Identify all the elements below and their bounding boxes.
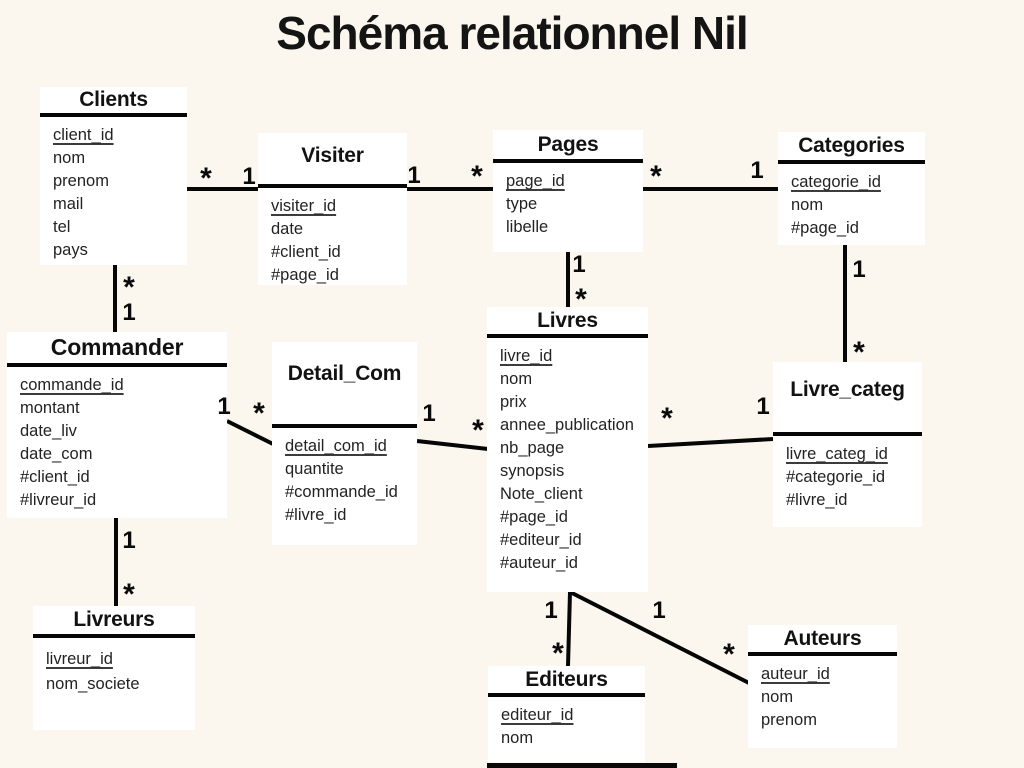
field-auteurs-nom: nom — [761, 688, 794, 706]
field-livres-synopsis: synopsis — [500, 462, 565, 480]
field-pages-libelle: libelle — [506, 218, 549, 236]
cardinality-clients-commander-star: * — [123, 271, 135, 304]
entity-detail-com-title: Detail_Com — [272, 342, 417, 428]
entity-visiter-title: Visiter — [258, 133, 407, 188]
entity-detail-com: Detail_Com detail_com_id quantite #comma… — [272, 342, 417, 545]
entity-livre-categ-title: Livre_categ — [773, 362, 922, 436]
field-commander-livreur_id: #livreur_id — [20, 491, 97, 509]
field-pages-type: type — [506, 195, 538, 213]
field-categories-nom: nom — [791, 196, 824, 214]
field-commander-date_liv: date_liv — [20, 422, 77, 440]
field-livreurs-livreur_id: livreur_id — [46, 650, 113, 668]
field-clients-mail: mail — [53, 195, 84, 213]
field-editeurs-editeur_id: editeur_id — [501, 706, 574, 724]
relation-line-detailcom-livres — [416, 439, 489, 451]
entity-clients-title: Clients — [40, 87, 187, 117]
entity-livres: Livres livre_id nom prix annee_publicati… — [487, 307, 648, 592]
entity-livres-title: Livres — [487, 307, 648, 338]
entity-categories-title: Categories — [778, 132, 925, 164]
field-livrecateg-livre_categ_id: livre_categ_id — [786, 445, 888, 463]
field-visiter-client_id: #client_id — [271, 243, 341, 261]
cropped-box-top-border — [487, 763, 677, 768]
cardinality-clients-commander-one: 1 — [122, 299, 136, 326]
cardinality-clients-visiter-star: * — [200, 162, 212, 195]
cardinality-categories-livrecateg-star: * — [853, 336, 865, 369]
field-livrecateg-categorie_id: #categorie_id — [786, 468, 886, 486]
field-pages-page_id: page_id — [506, 172, 565, 190]
entity-livre-categ: Livre_categ livre_categ_id #categorie_id… — [773, 362, 922, 527]
cardinality-livres-auteurs-star: * — [723, 638, 735, 671]
field-visiter-date: date — [271, 220, 304, 238]
cardinality-detailcom-livres-star: * — [472, 414, 484, 447]
entity-commander: Commander commande_id montant date_liv d… — [7, 332, 227, 518]
cardinality-livres-editeurs-one: 1 — [544, 597, 558, 624]
field-clients-client_id: client_id — [53, 126, 114, 144]
field-auteurs-prenom: prenom — [761, 711, 817, 729]
cardinality-commander-detailcom-star: * — [253, 397, 265, 430]
field-clients-prenom: prenom — [53, 172, 109, 190]
relation-line-livres-livrecateg — [647, 437, 774, 448]
cardinality-pages-livres-one: 1 — [572, 251, 586, 278]
relation-line-livres-auteurs — [569, 590, 750, 685]
field-commander-commande_id: commande_id — [20, 376, 124, 394]
entity-auteurs-title: Auteurs — [748, 625, 897, 656]
cardinality-commander-detailcom-one: 1 — [217, 393, 231, 420]
cardinality-categories-livrecateg-one: 1 — [852, 256, 866, 283]
field-categories-page_id: #page_id — [791, 219, 859, 237]
entity-auteurs: Auteurs auteur_id nom prenom — [748, 625, 897, 748]
cardinality-detailcom-livres-one: 1 — [422, 400, 436, 427]
relation-line-livres-editeurs — [566, 591, 572, 667]
cardinality-visiter-pages-one: 1 — [407, 162, 421, 189]
cardinality-livres-livrecateg-star: * — [661, 402, 673, 435]
cardinality-pages-categories-one: 1 — [750, 157, 764, 184]
field-livreurs-nom_societe: nom_societe — [46, 675, 140, 693]
cardinality-commander-livreurs-one: 1 — [122, 527, 136, 554]
field-livres-nb_page: nb_page — [500, 439, 565, 457]
cardinality-livres-auteurs-one: 1 — [652, 597, 666, 624]
field-livres-editeur_id: #editeur_id — [500, 531, 582, 549]
field-livres-livre_id: livre_id — [500, 347, 553, 365]
field-livres-auteur_id: #auteur_id — [500, 554, 578, 572]
cardinality-visiter-pages-star: * — [471, 160, 483, 193]
entity-visiter: Visiter visiter_id date #client_id #page… — [258, 133, 407, 285]
field-livres-annee_publication: annee_publication — [500, 416, 634, 434]
entity-commander-title: Commander — [7, 332, 227, 367]
field-livres-nom: nom — [500, 370, 533, 388]
field-commander-date_com: date_com — [20, 445, 93, 463]
field-visiter-page_id: #page_id — [271, 266, 339, 284]
field-detailcom-commande_id: #commande_id — [285, 483, 398, 501]
field-clients-tel: tel — [53, 218, 71, 236]
field-editeurs-nom: nom — [501, 729, 534, 747]
entity-livreurs-title: Livreurs — [33, 606, 195, 638]
cardinality-livres-livrecateg-one: 1 — [756, 393, 770, 420]
cardinality-pages-categories-star: * — [650, 160, 662, 193]
entity-clients: Clients client_id nom prenom mail tel pa… — [40, 87, 187, 265]
field-detailcom-detail_com_id: detail_com_id — [285, 437, 387, 455]
field-detailcom-livre_id: #livre_id — [285, 506, 347, 524]
field-detailcom-quantite: quantite — [285, 460, 344, 478]
field-categories-categorie_id: categorie_id — [791, 173, 881, 191]
entity-editeurs: Editeurs editeur_id nom — [488, 666, 645, 762]
cardinality-livres-editeurs-star: * — [552, 637, 564, 670]
field-livres-page_id: #page_id — [500, 508, 568, 526]
entity-livreurs: Livreurs livreur_id nom_societe — [33, 606, 195, 730]
relation-line-commander-detailcom — [226, 419, 274, 446]
field-commander-montant: montant — [20, 399, 80, 417]
field-clients-pays: pays — [53, 241, 88, 259]
page-title: Schéma relationnel Nil — [276, 7, 748, 59]
field-auteurs-auteur_id: auteur_id — [761, 665, 830, 683]
entity-pages: Pages page_id type libelle — [493, 130, 643, 252]
field-livres-prix: prix — [500, 393, 527, 411]
field-commander-client_id: #client_id — [20, 468, 90, 486]
entity-categories: Categories categorie_id nom #page_id — [778, 132, 925, 245]
cardinality-pages-livres-star: * — [575, 283, 587, 316]
entity-editeurs-title: Editeurs — [488, 666, 645, 697]
field-clients-nom: nom — [53, 149, 86, 167]
cardinality-commander-livreurs-star: * — [123, 578, 135, 611]
entity-pages-title: Pages — [493, 130, 643, 163]
field-livres-note_client: Note_client — [500, 485, 583, 503]
cardinality-clients-visiter-one: 1 — [242, 163, 256, 190]
field-livrecateg-livre_id: #livre_id — [786, 491, 848, 509]
field-visiter-visiter_id: visiter_id — [271, 197, 337, 215]
